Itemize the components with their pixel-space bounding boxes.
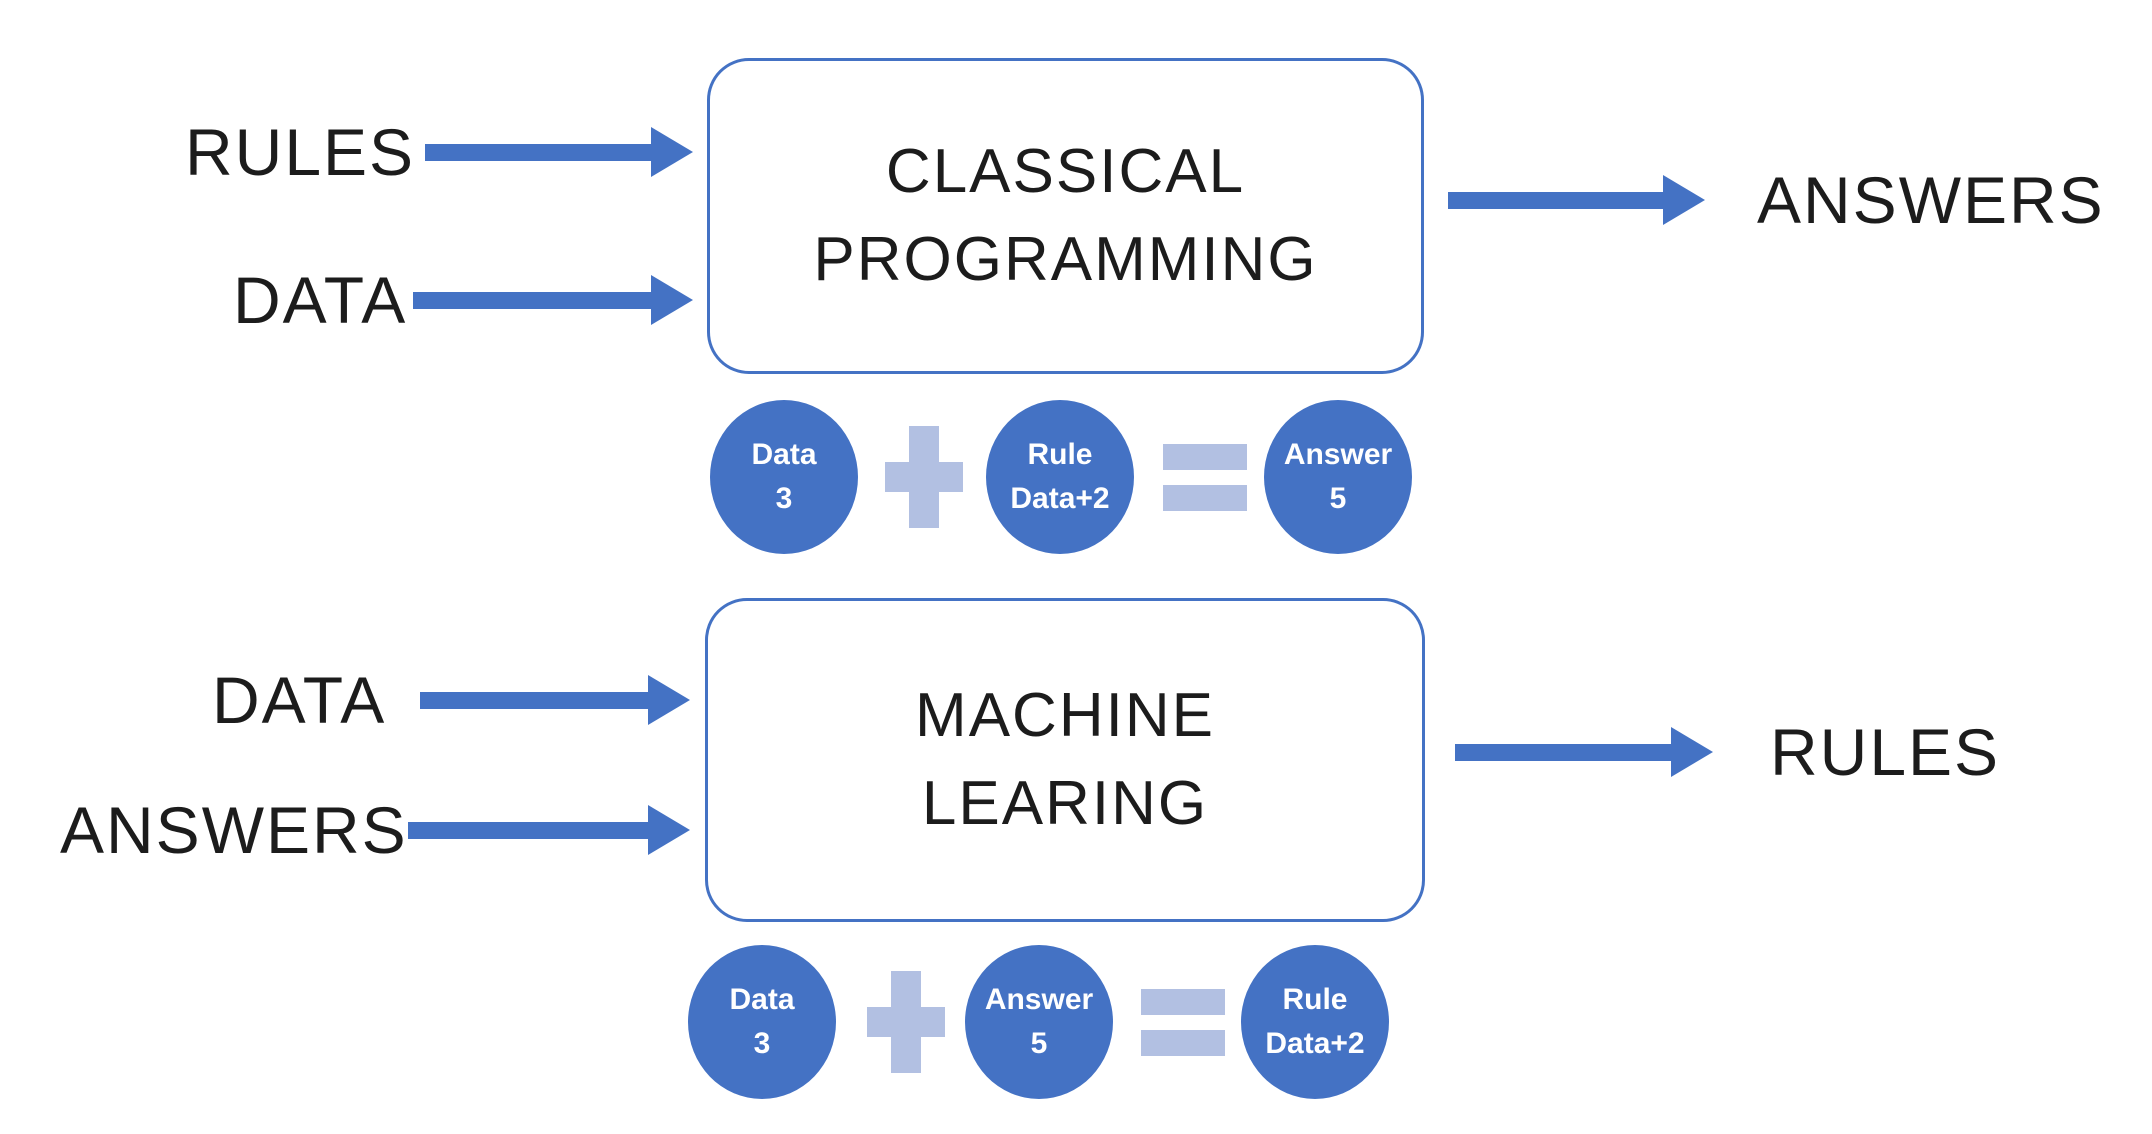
arrow-head-icon [1671, 727, 1713, 777]
arrow-shaft [1455, 743, 1671, 761]
label-rules-input: RULES [185, 115, 416, 189]
arrow-head-icon [648, 805, 690, 855]
label-answers-input: ANSWERS [60, 793, 408, 867]
circle-value: Data+2 [1010, 482, 1110, 515]
label-data-input-2: DATA [212, 663, 387, 737]
circle-data-3: Data 3 [710, 400, 858, 554]
box-title-line2: PROGRAMMING [813, 225, 1318, 294]
equals-icon [1163, 444, 1247, 511]
label-answers-output: ANSWERS [1757, 163, 2105, 237]
circle-label: Rule [1027, 438, 1093, 471]
circle-label: Answer [1283, 438, 1393, 471]
arrow-answers-to-ml [408, 805, 690, 855]
arrow-shaft [413, 291, 651, 309]
circle-answer-5: Answer 5 [965, 945, 1113, 1099]
box-title-line1: CLASSICAL [885, 136, 1246, 206]
equals-icon [1141, 989, 1225, 1056]
arrow-head-icon [651, 275, 693, 325]
equals-bar [1163, 485, 1247, 511]
box-title-line1: MACHINE [915, 680, 1215, 750]
box-classical-programming: CLASSICAL PROGRAMMING [707, 58, 1424, 374]
box-title-line2: LEARING [921, 769, 1209, 838]
arrow-head-icon [1663, 175, 1705, 225]
arrow-shaft [408, 821, 648, 839]
plus-icon [885, 426, 963, 528]
arrow-head-icon [648, 675, 690, 725]
circle-rule-data-plus-2: Rule Data+2 [1241, 945, 1389, 1099]
plus-icon [867, 971, 945, 1073]
arrow-shaft [420, 691, 648, 709]
label-rules-output: RULES [1770, 715, 2001, 789]
circle-value: 5 [1030, 1027, 1048, 1060]
arrow-shaft [425, 143, 651, 161]
circle-rule-data-plus-2: Rule Data+2 [986, 400, 1134, 554]
label-data-input: DATA [233, 263, 408, 337]
circle-value: Data+2 [1265, 1027, 1365, 1060]
arrow-ml-to-rules [1455, 727, 1713, 777]
equals-bar [1163, 444, 1247, 470]
circle-label: Data [729, 983, 795, 1016]
circle-label: Answer [984, 983, 1094, 1016]
circle-label: Rule [1282, 983, 1348, 1016]
arrow-data-to-ml [420, 675, 690, 725]
circle-value: 3 [753, 1027, 771, 1060]
circle-value: 5 [1329, 482, 1347, 515]
arrow-shaft [1448, 191, 1663, 209]
equals-bar [1141, 1030, 1225, 1056]
circle-value: 3 [775, 482, 793, 515]
box-machine-learning: MACHINE LEARING [705, 598, 1425, 922]
equals-bar [1141, 989, 1225, 1015]
arrow-classical-to-answers [1448, 175, 1705, 225]
circle-label: Data [751, 438, 817, 471]
circle-data-3: Data 3 [688, 945, 836, 1099]
circle-answer-5: Answer 5 [1264, 400, 1412, 554]
arrow-data-to-classical [413, 275, 693, 325]
arrow-head-icon [651, 127, 693, 177]
arrow-rules-to-classical [425, 127, 693, 177]
